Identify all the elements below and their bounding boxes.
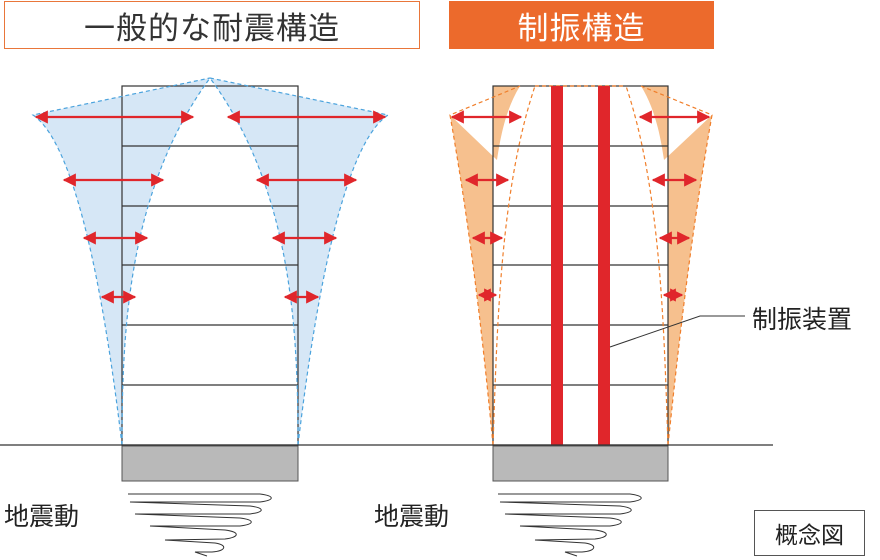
damper-leader-line <box>609 315 745 348</box>
foundation-damping <box>492 445 669 482</box>
damper-column-left <box>551 86 563 445</box>
seismic-wave-right <box>498 493 642 557</box>
sway-lines-damping <box>449 85 713 446</box>
foundation-conventional <box>121 445 299 482</box>
damper-label: 制振装置 <box>752 305 853 334</box>
title-conventional-structure: 一般的な耐震構造 <box>4 1 420 49</box>
damping-building <box>449 85 745 482</box>
sway-lines-conventional <box>31 77 390 446</box>
sway-area-right-conventional <box>210 78 388 445</box>
displacement-arrows-damping <box>450 110 711 302</box>
ground-motion-label-left: 地震動 <box>4 502 80 531</box>
damper-column-right <box>598 86 610 445</box>
displacement-arrows-conventional <box>34 110 387 304</box>
conventional-building <box>31 77 390 482</box>
floor-lines-damping <box>493 145 668 386</box>
concept-note-badge: 概念図 <box>754 510 865 556</box>
floor-lines-conventional <box>122 145 298 386</box>
ground-motion-label-right: 地震動 <box>374 502 450 531</box>
title-damping-structure: 制振構造 <box>449 1 714 49</box>
seismic-wave-left <box>128 493 272 557</box>
